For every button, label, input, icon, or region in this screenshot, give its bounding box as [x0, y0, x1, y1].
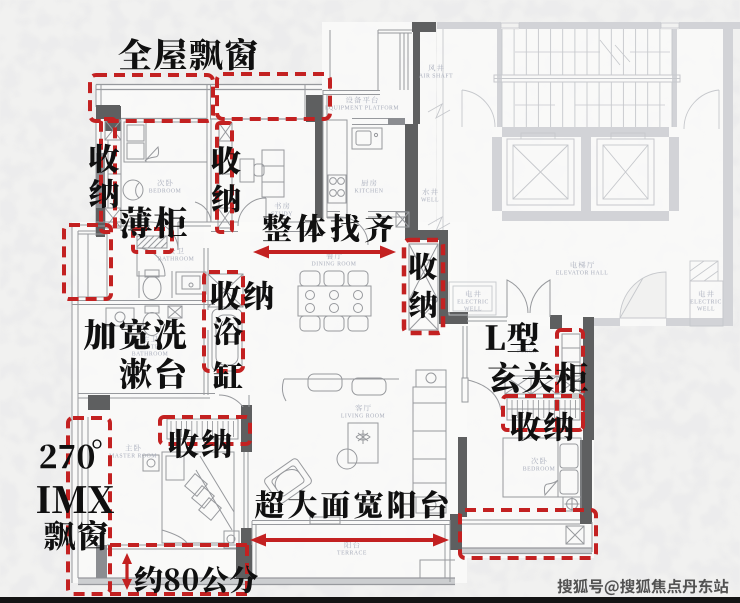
svg-text:BEDROOM: BEDROOM	[149, 189, 182, 195]
svg-text:WELL: WELL	[421, 198, 439, 204]
svg-text:ELEVATOR HALL: ELEVATOR HALL	[556, 271, 609, 277]
svg-text:ELECTRIC: ELECTRIC	[690, 300, 722, 306]
svg-text:LIVING ROOM: LIVING ROOM	[341, 414, 385, 420]
svg-text:WELL: WELL	[697, 307, 715, 313]
svg-text:KITCHEN: KITCHEN	[355, 189, 384, 195]
svg-text:BATHROOM: BATHROOM	[158, 257, 195, 263]
svg-text:BEDROOM: BEDROOM	[523, 467, 556, 473]
svg-text:BATHROOM: BATHROOM	[132, 352, 169, 358]
svg-text:ELECTRIC: ELECTRIC	[457, 300, 489, 306]
svg-text:MASTER: MASTER	[137, 345, 164, 351]
svg-text:DINING ROOM: DINING ROOM	[312, 262, 357, 268]
svg-text:MASTER ROOM: MASTER ROOM	[109, 454, 157, 460]
svg-text:AIR SHAFT: AIR SHAFT	[419, 74, 453, 80]
svg-text:TERRACE: TERRACE	[337, 551, 367, 557]
svg-text:EQUIPMENT PLATFORM: EQUIPMENT PLATFORM	[325, 106, 399, 112]
svg-text:WELL: WELL	[464, 307, 482, 313]
